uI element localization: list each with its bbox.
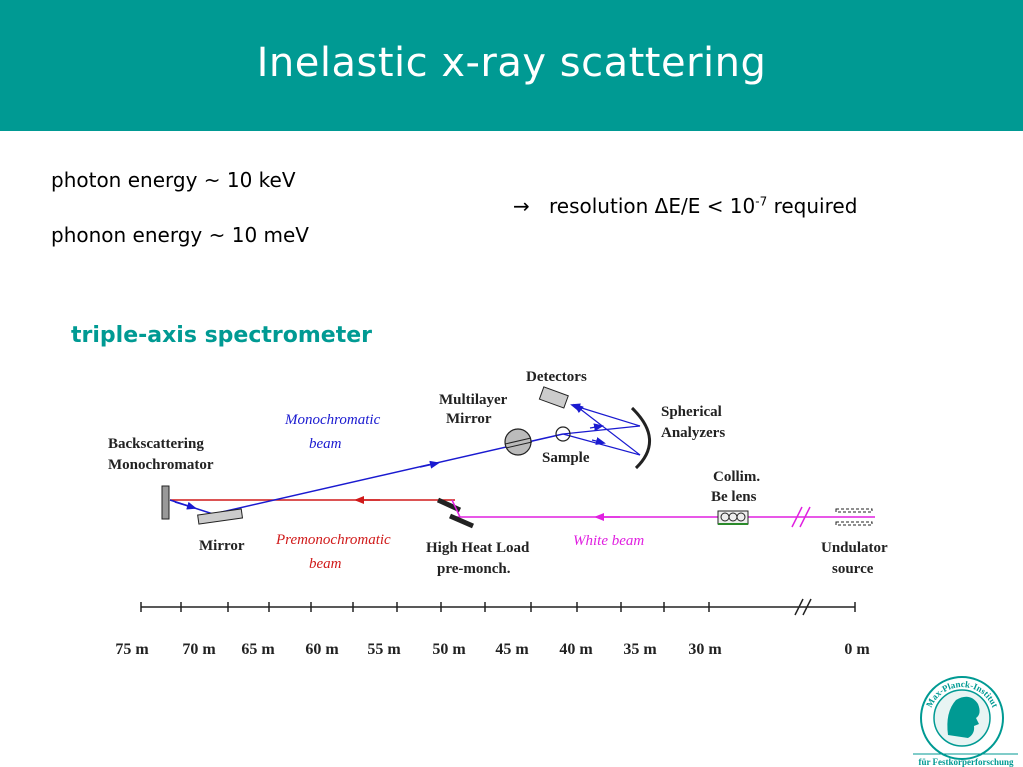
subheading: triple-axis spectrometer	[71, 323, 372, 348]
axis-tick-label: 40 m	[559, 641, 593, 658]
undulator-magnets	[835, 508, 873, 526]
axis-tick-label: 65 m	[241, 641, 275, 658]
label-be-lens: Be lens	[711, 489, 757, 505]
crystal-link	[451, 499, 461, 518]
sample-circle	[555, 426, 571, 442]
be-lens-disk	[736, 512, 746, 522]
label-mono-beam: beam	[309, 436, 342, 452]
minerva-head-icon	[947, 696, 980, 738]
label-white-beam: White beam	[573, 533, 644, 549]
slide-title: Inelastic x-ray scattering	[256, 40, 767, 86]
backscattering-crystal	[161, 485, 170, 520]
label-monochromator: Monochromator	[108, 457, 214, 473]
analyzer-ray	[573, 403, 641, 456]
axis-tick-label: 70 m	[182, 641, 216, 658]
label-pre-monch: pre-monch.	[437, 561, 511, 577]
analyzer-ray-arrow	[589, 423, 604, 432]
beam-break-mark	[799, 506, 811, 528]
label-monochromatic: Monochromatic	[284, 412, 381, 428]
label-sample: Sample	[542, 450, 590, 466]
resolution-exponent: -7	[755, 194, 768, 209]
resolution-text: → resolution ΔE/E < 10-7 required	[513, 194, 857, 218]
axis-break-mark	[794, 598, 804, 616]
axis-tick-label: 75 m	[115, 641, 149, 658]
multilayer-mirror-line	[505, 441, 533, 449]
mono-beam-arrow	[419, 460, 440, 469]
label-detectors: Detectors	[526, 369, 587, 385]
label-backscattering: Backscattering	[108, 436, 204, 452]
detector-box	[538, 386, 569, 409]
label-premono-beam: beam	[309, 556, 342, 572]
multilayer-mirror-line	[504, 437, 532, 445]
label-undulator: Undulator	[821, 540, 888, 556]
axis-break-mark	[802, 598, 812, 616]
resolution-suffix: required	[767, 194, 858, 218]
label-mirror: Mirror	[199, 538, 245, 554]
label-premonochromatic: Premonochromatic	[275, 532, 391, 548]
axis-tick-labels: 75 m 70 m 65 m 60 m 55 m 50 m 45 m 40 m 35 m 30 m…	[115, 641, 870, 658]
multilayer-mirror	[504, 428, 532, 456]
resolution-prefix: resolution ΔE/E < 10	[549, 194, 756, 218]
phonon-energy-text: phonon energy ~ 10 meV	[51, 223, 309, 247]
analyzer-ray	[562, 425, 641, 435]
axis-tick-label: 0 m	[844, 641, 870, 658]
axis-tick-label: 60 m	[305, 641, 339, 658]
beam-break-mark	[791, 506, 803, 528]
axis-tick-label: 30 m	[688, 641, 722, 658]
mono-beam-arrow	[174, 501, 197, 510]
mirror-element	[197, 508, 244, 525]
max-planck-logo: Max-Planck-Institut für Festkörperforsch…	[913, 676, 1018, 767]
title-bar: Inelastic x-ray scattering	[0, 0, 1023, 131]
axis-tick-label: 50 m	[432, 641, 466, 658]
axis-tick-marks	[140, 602, 856, 612]
analyzer-ray-arrow	[591, 437, 606, 445]
axis-tick-label: 45 m	[495, 641, 529, 658]
photon-energy-text: photon energy ~ 10 keV	[51, 168, 296, 192]
label-high-heat: High Heat Load	[426, 540, 530, 556]
axis-tick-label: 35 m	[623, 641, 657, 658]
label-spherical: Spherical	[661, 404, 722, 420]
implies-arrow-icon: →	[513, 194, 530, 218]
label-multilayer: Multilayer	[439, 392, 508, 408]
label-multilayer-mirror: Mirror	[446, 411, 492, 427]
mono-beam-line	[212, 433, 564, 515]
spherical-analyzer	[630, 406, 652, 470]
high-heat-crystal	[449, 513, 474, 529]
logo-caption: für Festkörperforschung	[918, 757, 1014, 767]
analyzer-ray	[570, 403, 641, 427]
axis-tick-label: 55 m	[367, 641, 401, 658]
label-source: source	[832, 561, 874, 577]
label-collim: Collim.	[713, 469, 760, 485]
label-analyzers: Analyzers	[661, 425, 725, 441]
